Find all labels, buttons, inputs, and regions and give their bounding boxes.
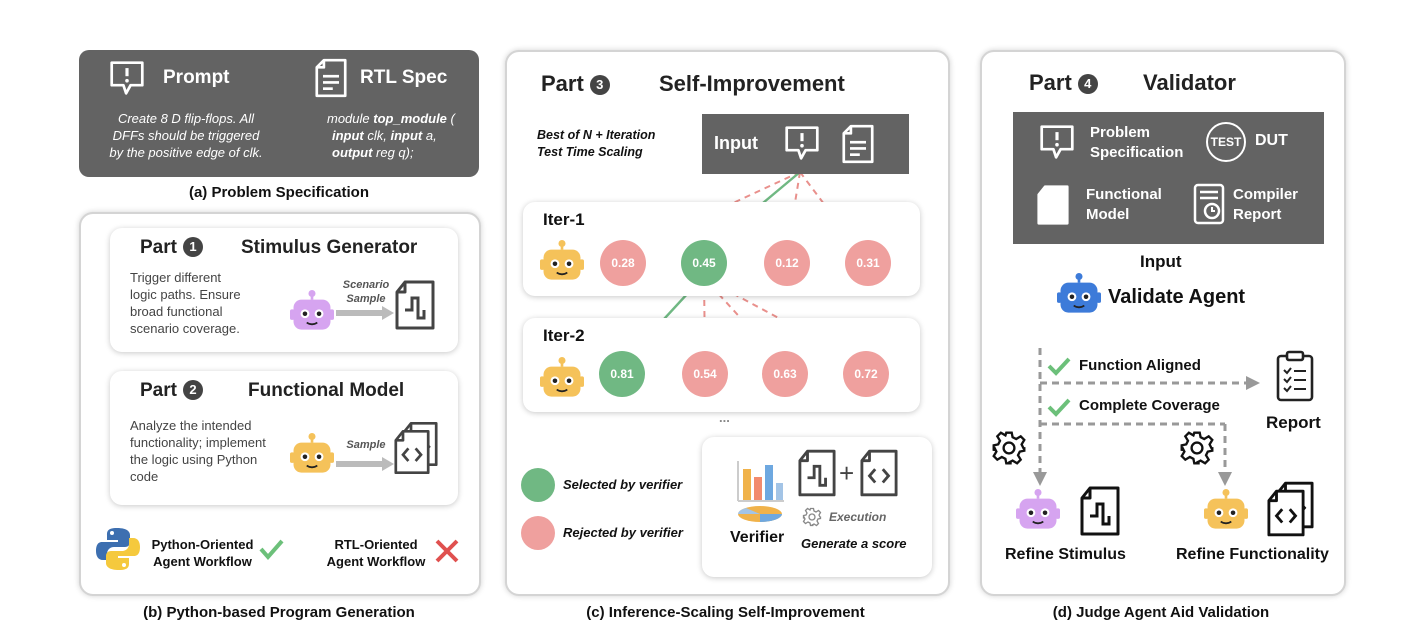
validator-input-label: Input xyxy=(1140,252,1182,271)
refine-functionality-label: Refine Functionality xyxy=(1176,546,1329,563)
rtl-spec-title: RTL Spec xyxy=(360,67,448,88)
functional-model-icon xyxy=(1037,184,1069,226)
iter1-score-node: 0.31 xyxy=(845,240,891,286)
compiler-report-icon xyxy=(1193,183,1225,225)
refine-stimulus-robot-icon xyxy=(1016,488,1060,534)
caption-a: (a) Problem Specification xyxy=(188,184,370,201)
cross-icon xyxy=(435,539,459,563)
legend-rejected-label: Rejected by verifier xyxy=(563,525,683,540)
caption-c: (c) Inference-Scaling Self-Improvement xyxy=(586,604,865,621)
verifier-card: Verifier + Execution Generate a score xyxy=(702,437,932,577)
refine-stimulus-label: Refine Stimulus xyxy=(1005,546,1126,563)
functional-robot-icon xyxy=(290,433,334,477)
input-label: Input xyxy=(714,133,758,153)
python-logo-icon xyxy=(96,528,140,570)
problem-spec-icon xyxy=(1039,124,1075,160)
report-label: Report xyxy=(1266,413,1321,432)
iter1-score-node: 0.45 xyxy=(681,240,727,286)
complete-coverage-label: Complete Coverage xyxy=(1079,397,1220,414)
caption-d: (d) Judge Agent Aid Validation xyxy=(1052,604,1270,621)
execution-gear-icon xyxy=(802,507,822,527)
part1-description: Trigger different logic paths. Ensure br… xyxy=(130,270,241,336)
verifier-code-icon xyxy=(860,449,898,497)
refine-functionality-robot-icon xyxy=(1204,488,1248,534)
waveform-file-icon xyxy=(394,280,436,330)
sample-arrow-icon-2 xyxy=(336,457,394,471)
iter1-score-node: 0.28 xyxy=(600,240,646,286)
prompt-icon xyxy=(109,60,145,96)
sample-label: Sample xyxy=(346,439,386,451)
refine-stimulus-waveform-icon xyxy=(1080,486,1120,536)
report-clipboard-icon xyxy=(1276,350,1314,402)
caption-b: (b) Python-based Program Generation xyxy=(143,604,415,621)
iter1-label: Iter-1 xyxy=(543,210,585,229)
part1-title: Stimulus Generator xyxy=(241,237,418,258)
legend-rejected-dot xyxy=(521,516,555,550)
code-file-icon xyxy=(394,429,430,475)
check-icon xyxy=(259,539,284,561)
validate-agent-robot-icon xyxy=(1057,272,1101,318)
refine-stimulus-gear-icon xyxy=(991,430,1027,466)
aligned-check-icon xyxy=(1047,357,1071,376)
generate-score-label: Generate a score xyxy=(801,536,907,551)
refine-functionality-code-icon xyxy=(1267,489,1305,537)
part2-description: Analyze the intended functionality; impl… xyxy=(130,418,266,484)
legend-selected-label: Selected by verifier xyxy=(563,477,683,492)
iter2-score-node: 0.81 xyxy=(599,351,645,397)
iter2-robot-icon xyxy=(540,357,584,401)
part3-title: Self-Improvement xyxy=(659,71,845,96)
iter1-robot-icon xyxy=(540,240,584,284)
verifier-waveform-icon xyxy=(798,449,836,497)
test-badge-icon: TEST xyxy=(1206,122,1246,162)
dut-label: DUT xyxy=(1255,132,1288,149)
coverage-check-icon xyxy=(1047,398,1071,417)
part2-title: Functional Model xyxy=(248,380,405,401)
chart-icon xyxy=(737,461,784,522)
validate-agent-label: Validate Agent xyxy=(1108,286,1246,308)
stimulus-robot-icon xyxy=(290,290,334,334)
part4-title: Validator xyxy=(1143,70,1236,95)
legend-selected-dot xyxy=(521,468,555,502)
iter1-score-node: 0.12 xyxy=(764,240,810,286)
sample-arrow-icon xyxy=(336,306,394,320)
function-aligned-label: Function Aligned xyxy=(1079,357,1201,374)
problem-spec-box: Prompt Create 8 D flip-flops. All DFFs s… xyxy=(79,50,479,177)
more-iterations-ellipsis: ... xyxy=(719,410,730,425)
iter2-label: Iter-2 xyxy=(543,326,585,345)
plus-sign: + xyxy=(839,458,855,488)
rtl-spec-code: module top_module ( input clk, input a, … xyxy=(327,111,455,160)
iter2-score-node: 0.63 xyxy=(762,351,808,397)
verifier-label: Verifier xyxy=(730,529,785,546)
validation-flow-lines xyxy=(1033,348,1260,486)
prompt-title: Prompt xyxy=(163,67,230,88)
spec-doc-icon-small xyxy=(842,124,874,164)
prompt-icon-small xyxy=(784,125,820,161)
prompt-text: Create 8 D flip-flops. All DFFs should b… xyxy=(109,111,263,160)
execution-label: Execution xyxy=(829,510,887,524)
iter2-score-node: 0.54 xyxy=(682,351,728,397)
rtl-spec-icon xyxy=(315,58,347,98)
iter2-score-node: 0.72 xyxy=(843,351,889,397)
refine-functionality-gear-icon xyxy=(1179,430,1215,466)
input-box: Input xyxy=(702,114,909,174)
